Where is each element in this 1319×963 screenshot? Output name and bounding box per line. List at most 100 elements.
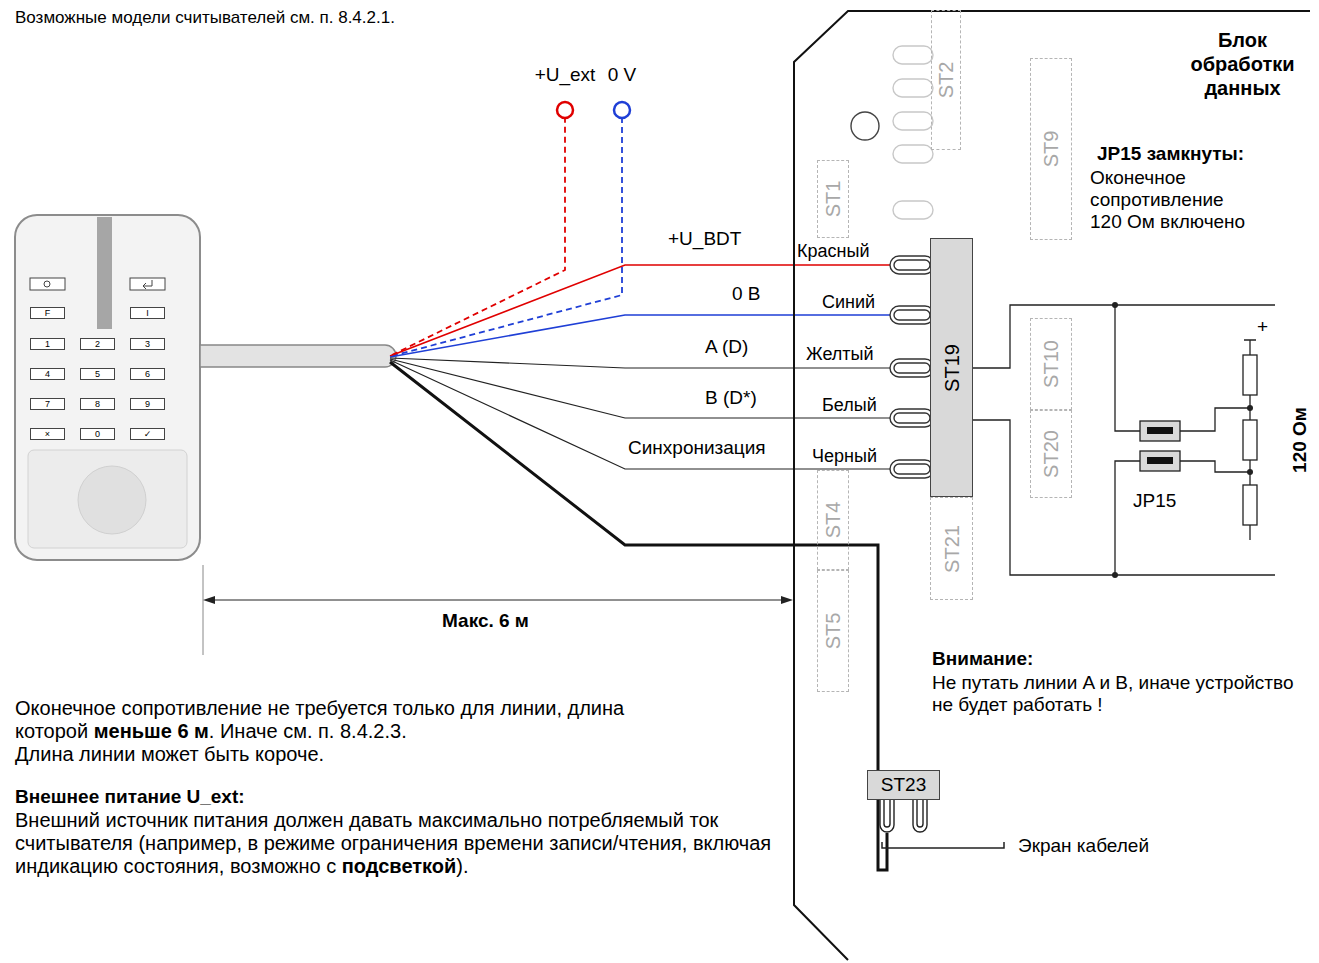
label-text: Черный [812,446,877,467]
connector-label: ST1 [822,181,844,218]
drawing-part [890,409,934,427]
key-label: 9 [131,399,164,409]
dimension [203,565,793,655]
jumper-jp15 [1140,421,1180,471]
card-reader [15,215,200,560]
label-text: JP15 замкнуты: [1097,143,1244,165]
connector-block: ST2 [931,10,961,150]
label-text: + [1257,316,1268,337]
label-text: A (D) [705,336,748,358]
drawing-part [1140,421,1180,441]
drawing-part [894,464,930,474]
label-text: Синхронизация [628,437,766,458]
key-label: I [131,308,164,318]
cable [200,345,396,367]
drawing-part [893,145,933,163]
drawing-part [1112,302,1118,308]
label-text: Желтый [806,344,874,365]
note-paragraph: Оконечное сопротивление не требуется тол… [15,697,785,766]
drawing-part [1180,408,1250,431]
junction-dots [1112,302,1253,578]
label-text: Красный [797,241,869,262]
drawing-part [893,79,933,97]
connector-block: ST5 [817,570,849,692]
drawing-part [973,420,1275,575]
key-label: 7 [31,399,64,409]
block-heading: Блок обработки данных [1180,28,1305,100]
drawing-part [894,260,930,270]
label-text: Возможные модели считывателей см. п. 8.4… [15,8,395,28]
connector-label: ST9 [1040,131,1062,168]
connector-label: ST19 [941,344,963,392]
drawing-part [893,201,933,219]
label-text: A (D) [705,336,748,357]
label-text: B (D*) [705,387,757,409]
connector-label: ST2 [935,62,957,99]
keypad-key: 2 [80,338,115,350]
key-label: 0 [81,429,114,439]
label-text: Внимание: [932,648,1033,669]
terminal-label: 0 V [597,64,647,86]
label-text: ). [456,855,468,877]
resistor-symbol [1243,485,1257,525]
label-text: Желтый [806,344,874,364]
drawing-part [1112,572,1118,578]
drawing-part [1147,457,1173,464]
label-text: 120 Ом [1289,407,1311,473]
label-text: Внешнее питание U_ext: [15,786,245,807]
drawing-part [1247,405,1253,411]
shield-bracket [882,842,1004,848]
connector-block: ST19 [930,238,973,497]
keypad-key: 7 [30,398,65,410]
drawing-part [917,800,923,827]
label-text: Экран кабелей [1018,835,1149,856]
drawing-part [893,46,933,64]
drawing-part [1147,427,1173,434]
keypad-key: 0 [80,428,115,440]
keypad-key: 5 [80,368,115,380]
key-icon [44,281,50,287]
ext-ground-wire [392,119,622,356]
mounting-hole [851,112,879,140]
icon-key [130,278,165,290]
label-text: Макс. 6 м [442,610,529,631]
red-wire [390,265,892,356]
drawing-part [884,800,890,827]
label-text: +U_BDT [668,228,741,250]
drawing-part [1244,340,1256,540]
note-paragraph: Внешний источник питания должен давать м… [15,809,785,878]
icon-key [30,278,65,290]
label-text: JP15 [1133,490,1176,511]
label-text: Макс. 6 м [442,610,529,632]
keypad-key: F [30,307,65,319]
label-text: Белый [822,395,877,415]
terminal-circle-shape [614,102,630,118]
label-text: JP15 [1133,490,1176,512]
black-wire [390,360,892,469]
st2-pins [893,46,933,219]
connector-label: ST23 [868,771,939,798]
drawing-part [894,363,930,373]
key-icon [143,280,152,289]
drawing-part [1115,305,1140,431]
resistor-symbol [1243,355,1257,395]
key-label: 6 [131,369,164,379]
keypad-key: 8 [80,398,115,410]
reader-sensor [78,466,146,534]
drawing-part [203,596,215,604]
keypad-key: 1 [30,338,65,350]
drawing-part [890,359,934,377]
label-text: Не путать линии A и B, иначе устройство … [932,672,1307,716]
keypad-key: I [130,307,165,319]
keypad-key: 9 [130,398,165,410]
connector-block: ST23 [867,770,940,800]
key-label: 3 [131,339,164,349]
connector-block: ST4 [817,470,849,570]
label-text: Не путать линии A и B, иначе устройство … [932,672,1293,715]
key-label: 4 [31,369,64,379]
label-text: Экран кабелей [1018,835,1149,857]
label-text: меньше 6 м [94,720,209,742]
card-slot [97,217,112,329]
label-text: 0 В [732,283,761,304]
